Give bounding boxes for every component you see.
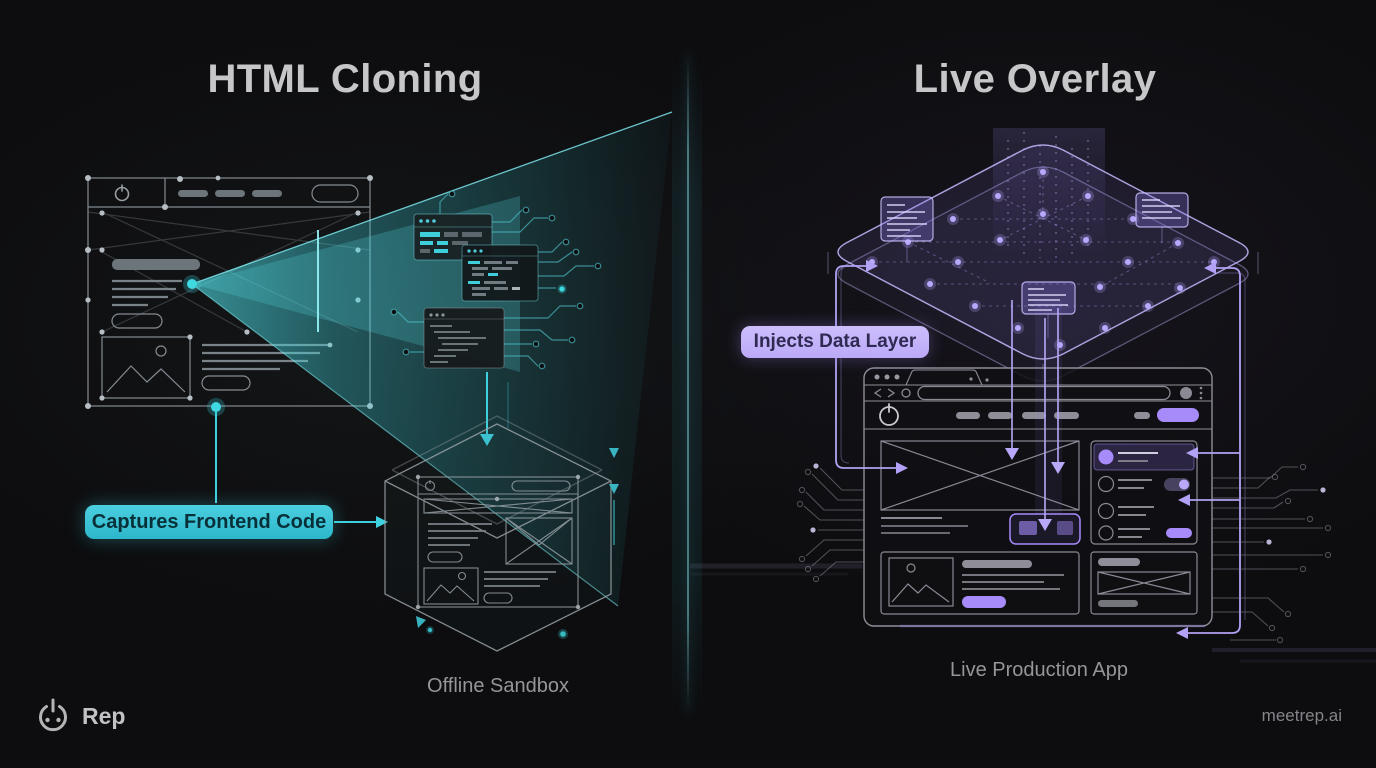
captures-frontend-code-label: Captures Frontend Code	[85, 505, 333, 539]
website-url: meetrep.ai	[1261, 706, 1342, 725]
code-card-3	[423, 307, 505, 369]
browser-tab	[905, 369, 983, 386]
injection-arrows	[1005, 300, 1065, 531]
cta-button	[962, 596, 1006, 608]
nav-pills	[178, 190, 282, 197]
routing-paths	[835, 260, 1246, 639]
sidebar-list	[1090, 440, 1198, 545]
hero-placeholder	[880, 440, 1080, 511]
right-section-title: Live Overlay	[913, 57, 1157, 101]
section-divider	[687, 52, 689, 714]
forward-icon	[887, 388, 896, 398]
code-snippet-cards	[413, 213, 539, 369]
capture-connectors	[207, 398, 388, 528]
text-lines	[112, 279, 182, 307]
kebab-menu-icon	[1199, 386, 1203, 400]
glow-streaks	[690, 563, 1376, 663]
avatar	[1180, 387, 1192, 399]
cloned-site-wireframe	[87, 177, 371, 407]
plane-grid-lines	[872, 172, 1214, 307]
window-dots	[874, 374, 900, 380]
data-node-dots	[866, 166, 1220, 351]
back-icon	[873, 388, 882, 398]
drop-arrow	[480, 372, 509, 446]
power-icon	[114, 184, 130, 202]
code-card-2	[461, 244, 539, 302]
url-bar	[873, 385, 1203, 401]
live-production-app-caption: Live Production App	[950, 659, 1128, 681]
power-icon	[879, 403, 899, 426]
data-layer-plane	[827, 144, 1259, 386]
primary-button	[1157, 408, 1199, 422]
offline-sandbox-caption: Offline Sandbox	[427, 675, 569, 697]
body-text-lines	[881, 517, 968, 534]
brand-name: Rep	[82, 702, 126, 729]
circuit-traces-right	[796, 463, 1332, 644]
toggle-switch	[1164, 478, 1190, 491]
rep-power-icon	[39, 698, 67, 732]
floating-data-cards	[880, 192, 1189, 338]
left-section-title: HTML Cloning	[207, 57, 483, 101]
image-placeholder-icon	[888, 557, 954, 607]
data-rain	[993, 128, 1105, 260]
content-card	[880, 551, 1080, 615]
cta-button-outline	[311, 184, 359, 203]
circuit-traces-left	[390, 190, 602, 370]
app-nav-bar	[879, 403, 1199, 426]
image-placeholder-icon	[101, 336, 191, 399]
brand-logo: Rep	[34, 696, 125, 736]
injects-data-layer-label: Injects Data Layer	[741, 326, 929, 358]
side-card	[1090, 551, 1198, 615]
sandbox-hexagon	[384, 415, 619, 652]
reload-icon	[901, 388, 911, 398]
flow-arrows	[416, 448, 619, 628]
